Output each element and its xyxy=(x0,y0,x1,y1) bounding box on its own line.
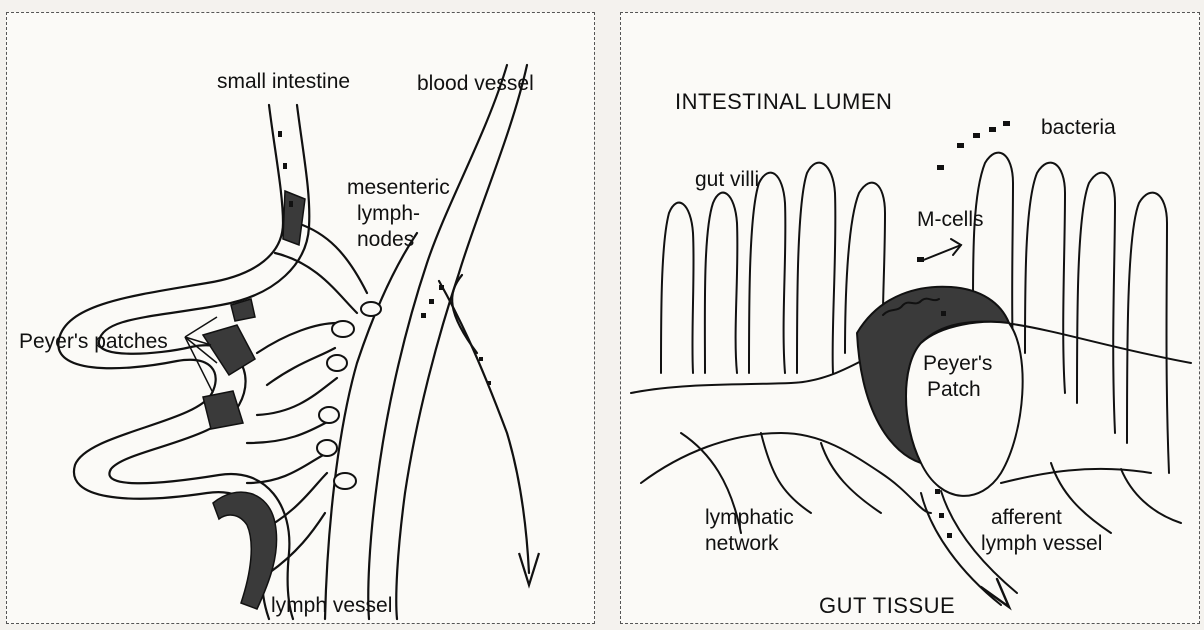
label-bacteria: bacteria xyxy=(1041,117,1116,139)
label-m-cells: M-cells xyxy=(917,209,984,231)
label-lymph-vessel-afferent: lymph vessel xyxy=(981,533,1102,555)
label-patch: Patch xyxy=(927,379,981,401)
label-lymph: lymph- xyxy=(357,203,420,225)
label-lymphatic: lymphatic xyxy=(705,507,794,529)
label-gut-villi: gut villi xyxy=(695,169,759,191)
label-network: network xyxy=(705,533,779,555)
label-mesenteric: mesenteric xyxy=(347,177,450,199)
label-nodes: nodes xyxy=(357,229,414,251)
label-gut-tissue: GUT TISSUE xyxy=(819,595,955,617)
left-panel-intestine-overview: small intestine blood vessel mesenteric … xyxy=(6,12,595,624)
right-panel-peyers-patch-detail: INTESTINAL LUMEN bacteria gut villi M-ce… xyxy=(620,12,1200,624)
label-peyers: Peyer's xyxy=(923,353,992,375)
intestine-overview-drawing xyxy=(7,13,594,623)
label-intestinal-lumen: INTESTINAL LUMEN xyxy=(675,91,892,113)
label-small-intestine: small intestine xyxy=(217,71,350,93)
label-afferent: afferent xyxy=(991,507,1062,529)
label-lymph-vessel: lymph vessel xyxy=(271,595,392,617)
label-blood-vessel: blood vessel xyxy=(417,73,534,95)
label-peyers-patches: Peyer's patches xyxy=(19,331,168,353)
